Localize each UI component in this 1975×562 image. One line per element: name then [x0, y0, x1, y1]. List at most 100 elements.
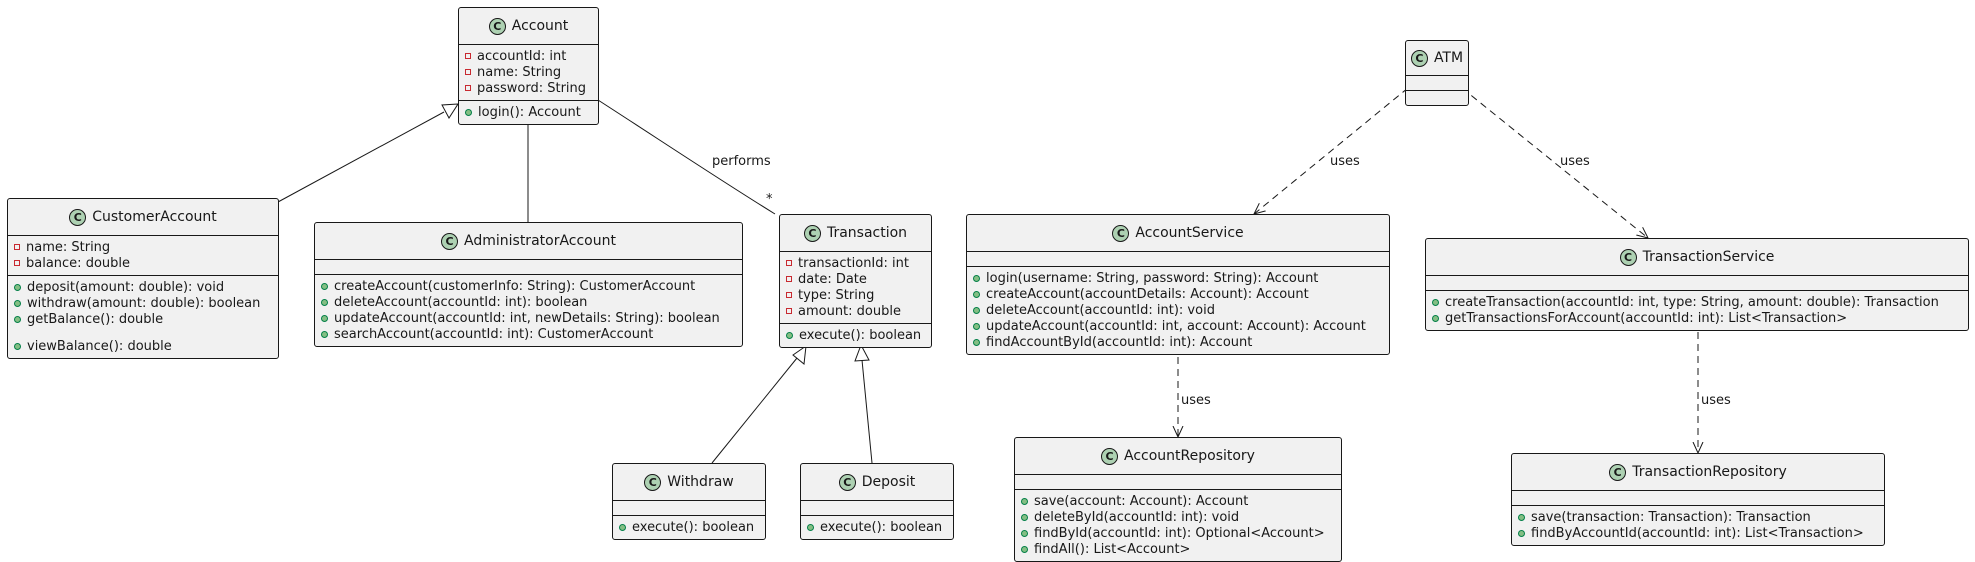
- class-icon: C: [803, 224, 821, 242]
- public-marker-icon: [1518, 529, 1525, 537]
- method-section: execute(): boolean: [613, 515, 765, 539]
- method-text: deleteAccount(accountId: int): boolean: [334, 294, 588, 310]
- inheritance-withdraw-to-transaction: [711, 357, 798, 464]
- method-text: createTransaction(accountId: int, type: …: [1445, 294, 1939, 310]
- public-marker-icon: [786, 331, 793, 339]
- class-deposit[interactable]: C Deposit execute(): boolean: [800, 463, 954, 540]
- private-marker-icon: [465, 85, 471, 91]
- attribute-text: transactionId: int: [798, 255, 909, 271]
- method-row: updateAccount(accountId: int, newDetails…: [321, 310, 736, 326]
- inheritance-arrowhead-icon: [792, 344, 807, 365]
- class-account-service[interactable]: C AccountService login(username: String,…: [966, 214, 1390, 355]
- class-administrator-account[interactable]: C AdministratorAccount createAccount(cus…: [314, 222, 743, 347]
- method-text: login(username: String, password: String…: [986, 270, 1319, 286]
- method-row: execute(): boolean: [807, 519, 947, 535]
- attribute-section: name: String balance: double: [8, 236, 278, 275]
- method-section: save(transaction: Transaction): Transact…: [1512, 505, 1884, 545]
- performs-multiplicity: *: [766, 192, 773, 207]
- method-row: createAccount(customerInfo: String): Cus…: [321, 278, 736, 294]
- method-text: findById(accountId: int): Optional<Accou…: [1034, 525, 1325, 541]
- attribute-text: name: String: [26, 239, 111, 255]
- class-atm[interactable]: C ATM: [1405, 40, 1469, 106]
- attribute-row: date: Date: [786, 271, 925, 287]
- public-marker-icon: [321, 282, 328, 290]
- class-header: C AdministratorAccount: [315, 223, 742, 260]
- method-row: findAll(): List<Account>: [1021, 541, 1335, 557]
- class-name: AccountService: [1135, 225, 1244, 241]
- method-section: deposit(amount: double): void withdraw(a…: [8, 275, 278, 358]
- method-text: deposit(amount: double): void: [27, 279, 225, 295]
- method-row: getTransactionsForAccount(accountId: int…: [1432, 310, 1962, 326]
- method-section: createTransaction(accountId: int, type: …: [1426, 290, 1968, 330]
- class-icon: C: [1101, 447, 1118, 465]
- attribute-text: name: String: [477, 64, 562, 80]
- private-marker-icon: [465, 53, 471, 59]
- attribute-row: type: String: [786, 287, 925, 303]
- public-marker-icon: [973, 274, 980, 282]
- public-marker-icon: [321, 314, 328, 322]
- method-text: withdraw(amount: double): boolean: [27, 295, 261, 311]
- class-transaction[interactable]: C Transaction transactionId: int date: D…: [779, 214, 932, 348]
- public-marker-icon: [1432, 314, 1439, 322]
- dependency-atm-to-accountservice: [1254, 87, 1409, 214]
- method-row: searchAccount(accountId: int): CustomerA…: [321, 326, 736, 342]
- attribute-text: amount: double: [798, 303, 901, 319]
- class-header: C TransactionService: [1426, 239, 1968, 276]
- class-account[interactable]: C Account accountId: int name: String pa…: [458, 7, 599, 125]
- public-marker-icon: [1021, 497, 1028, 505]
- method-section: login(): Account: [459, 100, 598, 124]
- method-text: createAccount(accountDetails: Account): …: [986, 286, 1309, 302]
- association-performs: [597, 99, 776, 215]
- attribute-text: password: String: [477, 80, 587, 96]
- method-row: createTransaction(accountId: int, type: …: [1432, 294, 1962, 310]
- method-text: getTransactionsForAccount(accountId: int…: [1445, 310, 1848, 326]
- public-marker-icon: [1021, 545, 1028, 553]
- attribute-text: type: String: [798, 287, 875, 303]
- method-text: execute(): boolean: [799, 327, 922, 343]
- attribute-row: balance: double: [14, 255, 272, 271]
- class-account-repository[interactable]: C AccountRepository save(account: Accoun…: [1014, 437, 1342, 562]
- public-marker-icon: [1021, 529, 1028, 537]
- class-customer-account[interactable]: C CustomerAccount name: String balance: …: [7, 198, 279, 359]
- method-text: viewBalance(): double: [27, 338, 172, 354]
- method-row: findById(accountId: int): Optional<Accou…: [1021, 525, 1335, 541]
- method-text: execute(): boolean: [632, 519, 755, 535]
- class-header: C Withdraw: [613, 464, 765, 501]
- method-text: login(): Account: [478, 104, 581, 120]
- class-withdraw[interactable]: C Withdraw execute(): boolean: [612, 463, 766, 540]
- method-text: updateAccount(accountId: int, account: A…: [986, 318, 1366, 334]
- class-transaction-service[interactable]: C TransactionService createTransaction(a…: [1425, 238, 1969, 331]
- public-marker-icon: [1432, 298, 1439, 306]
- class-header: C AccountRepository: [1015, 438, 1341, 475]
- public-marker-icon: [14, 299, 21, 307]
- attribute-text: balance: double: [26, 255, 130, 271]
- method-row: getBalance(): double: [14, 311, 272, 327]
- class-transaction-repository[interactable]: C TransactionRepository save(transaction…: [1511, 453, 1885, 546]
- method-section: save(account: Account): Account deleteBy…: [1015, 489, 1341, 561]
- attribute-section: [1512, 491, 1884, 505]
- method-text: createAccount(customerInfo: String): Cus…: [334, 278, 696, 294]
- class-name: Withdraw: [667, 474, 734, 490]
- method-row: findByAccountId(accountId: int): List<Tr…: [1518, 525, 1878, 541]
- public-marker-icon: [14, 342, 21, 350]
- private-marker-icon: [465, 69, 471, 75]
- attribute-text: accountId: int: [477, 48, 567, 64]
- method-row: login(username: String, password: String…: [973, 270, 1383, 286]
- class-icon: C: [441, 232, 459, 250]
- class-icon: C: [1112, 224, 1130, 242]
- private-marker-icon: [786, 276, 792, 282]
- class-name: Transaction: [826, 225, 908, 241]
- class-header: C Transaction: [780, 215, 931, 252]
- attribute-section: [967, 252, 1389, 266]
- public-marker-icon: [973, 306, 980, 314]
- attribute-row: transactionId: int: [786, 255, 925, 271]
- public-marker-icon: [465, 108, 472, 116]
- method-section: login(username: String, password: String…: [967, 266, 1389, 354]
- attribute-section: transactionId: int date: Date type: Stri…: [780, 252, 931, 323]
- private-marker-icon: [786, 308, 792, 314]
- class-name: TransactionService: [1642, 249, 1775, 265]
- private-marker-icon: [786, 292, 792, 298]
- method-row: save(account: Account): Account: [1021, 493, 1335, 509]
- class-header: C AccountService: [967, 215, 1389, 252]
